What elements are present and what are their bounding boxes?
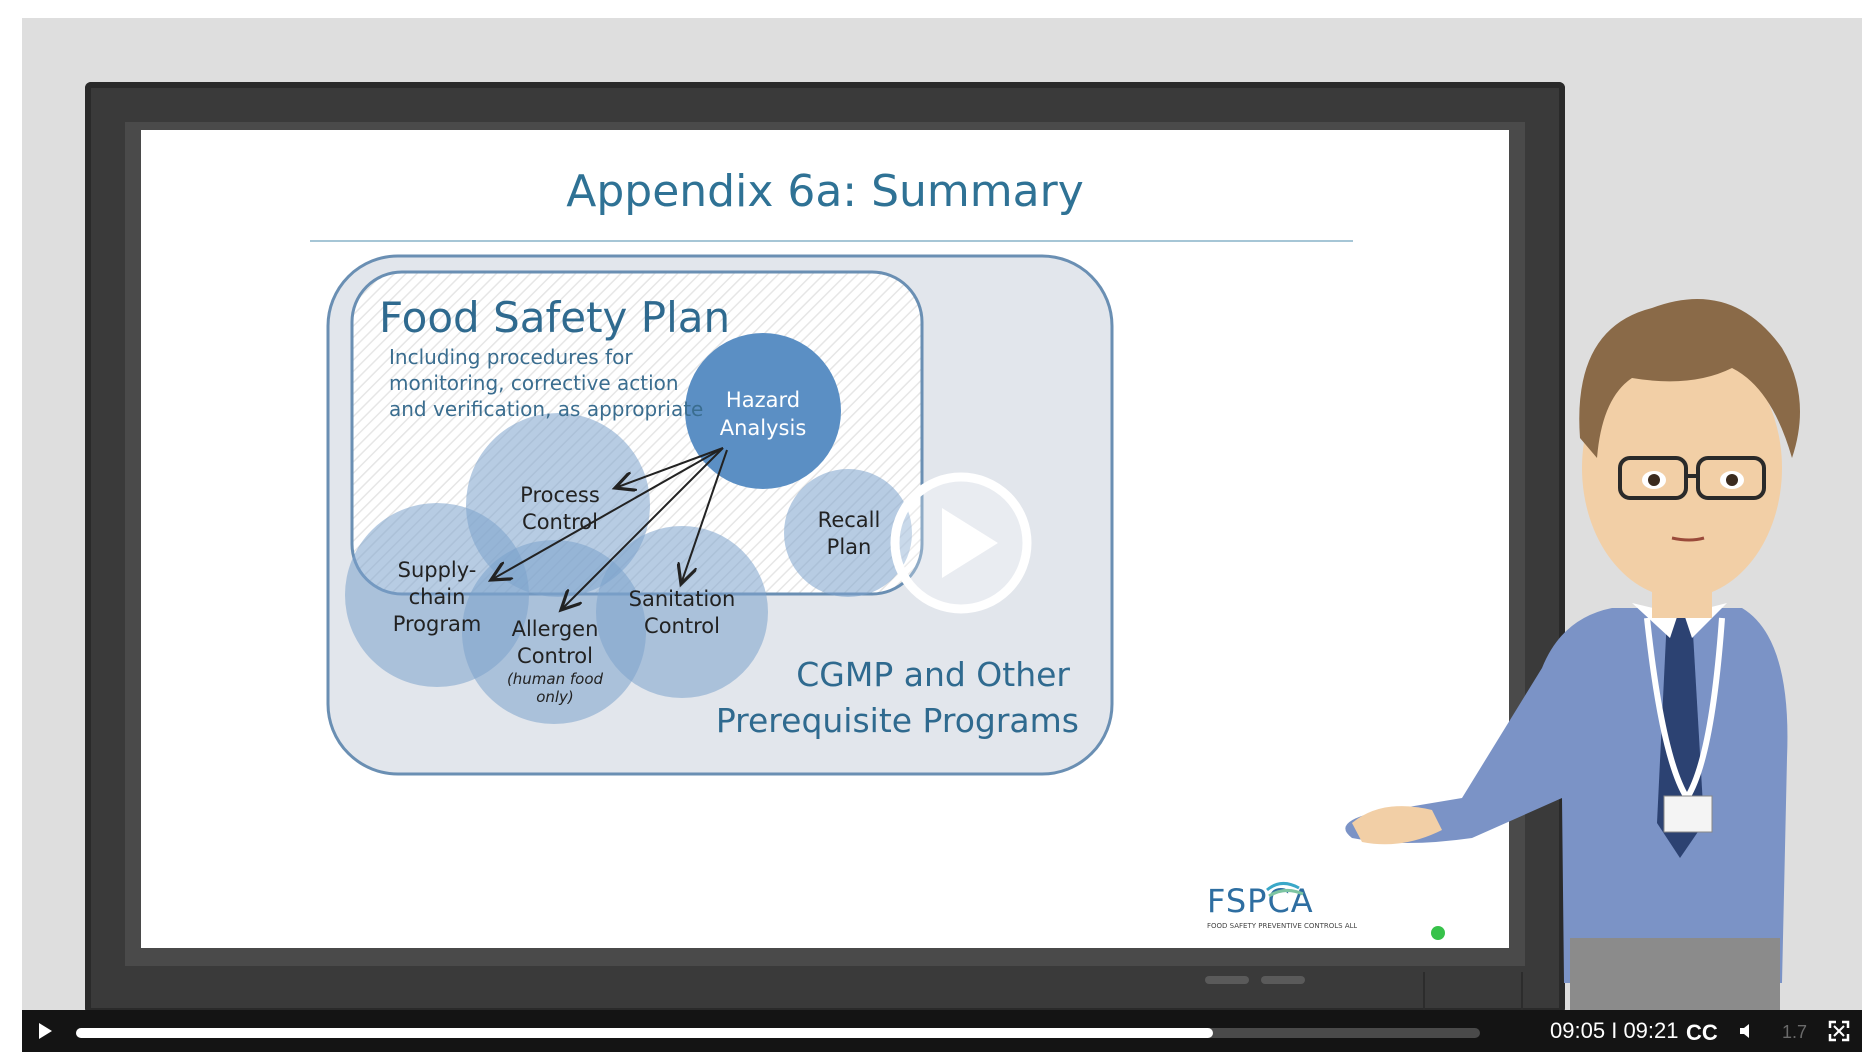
monitor-bezel: Appendix 6a: Summary — [125, 122, 1525, 966]
cgmp-label-line-1: CGMP and Other — [796, 655, 1070, 694]
arrow-to-supply-chain — [491, 447, 724, 580]
progress-fill — [76, 1028, 1214, 1038]
plan-description-line-1: Including procedures for — [389, 345, 633, 369]
sanitation-control-circle — [596, 526, 768, 698]
video-player[interactable]: Appendix 6a: Summary — [22, 18, 1862, 1052]
sanitation-control-label-2: Control — [644, 614, 720, 638]
allergen-note-line-2: only) — [536, 688, 574, 706]
supply-chain-label-3: Program — [393, 612, 482, 636]
playback-speed[interactable]: 1.7 — [1782, 1022, 1808, 1042]
arrow-to-allergen — [561, 447, 724, 610]
video-controls-bar: 09:05 I 09:21 CC 1.7 — [22, 1010, 1862, 1052]
power-indicator-light — [1431, 926, 1445, 940]
title-divider — [310, 240, 1353, 242]
slide-title: Appendix 6a: Summary — [566, 166, 1084, 217]
play-button[interactable] — [28, 1016, 62, 1046]
closed-captions-button[interactable]: CC — [1686, 1020, 1718, 1045]
monitor-button-slot — [1205, 976, 1249, 984]
fspca-logo-tagline: FOOD SAFETY PREVENTIVE CONTROLS ALLIANCE — [1207, 922, 1357, 930]
monitor-frame: Appendix 6a: Summary — [85, 82, 1565, 1014]
plan-description-line-3: and verification, as appropriate — [389, 397, 703, 421]
fullscreen-icon — [1828, 1020, 1850, 1042]
arrow-to-process — [615, 447, 724, 488]
food-safety-diagram: Food Safety Plan Including procedures fo… — [326, 254, 1114, 776]
process-control-label-2: Control — [522, 510, 598, 534]
volume-icon — [1740, 1024, 1749, 1038]
bezel-divider — [1423, 972, 1425, 1012]
recall-plan-label-1: Recall — [818, 508, 881, 532]
plan-description-line-2: monitoring, corrective action — [389, 371, 679, 395]
hazard-analysis-label-1: Hazard — [726, 388, 800, 412]
monitor-button-slot — [1261, 976, 1305, 984]
supply-chain-label-1: Supply- — [398, 558, 477, 582]
allergen-control-label-1: Allergen — [512, 617, 599, 641]
fullscreen-button[interactable] — [1828, 1020, 1850, 1046]
current-time: 09:05 — [1550, 1018, 1606, 1043]
food-safety-plan-heading: Food Safety Plan — [379, 293, 730, 342]
process-control-label-1: Process — [520, 483, 600, 507]
allergen-control-label-2: Control — [517, 644, 593, 668]
volume-button[interactable] — [1738, 1022, 1754, 1044]
play-icon — [942, 508, 998, 578]
play-icon — [39, 1023, 52, 1039]
hazard-analysis-circle — [685, 333, 841, 489]
sanitation-control-label-1: Sanitation — [629, 587, 736, 611]
recall-plan-label-2: Plan — [827, 535, 872, 559]
cgmp-label-line-2: Prerequisite Programs — [716, 701, 1079, 740]
presenter-character — [1345, 299, 1800, 1010]
fspca-logo-mark: FSPCA — [1207, 882, 1314, 920]
allergen-control-circle — [462, 540, 646, 724]
progress-bar[interactable] — [76, 1028, 1480, 1038]
recall-plan-circle — [784, 469, 912, 597]
supply-chain-label-2: chain — [409, 585, 466, 609]
bezel-divider — [1521, 972, 1523, 1012]
big-play-button[interactable] — [886, 468, 1036, 618]
allergen-note-line-1: (human food — [507, 670, 604, 688]
hazard-analysis-label-2: Analysis — [720, 416, 807, 440]
slide-screen: Appendix 6a: Summary — [141, 130, 1509, 948]
fspca-logo: FSPCA FOOD SAFETY PREVENTIVE CONTROLS AL… — [1207, 882, 1357, 930]
time-display: 09:05 I 09:21 — [1550, 1018, 1679, 1044]
time-separator: I — [1611, 1018, 1618, 1043]
arrow-to-sanitation — [681, 449, 728, 584]
duration: 09:21 — [1623, 1018, 1679, 1043]
